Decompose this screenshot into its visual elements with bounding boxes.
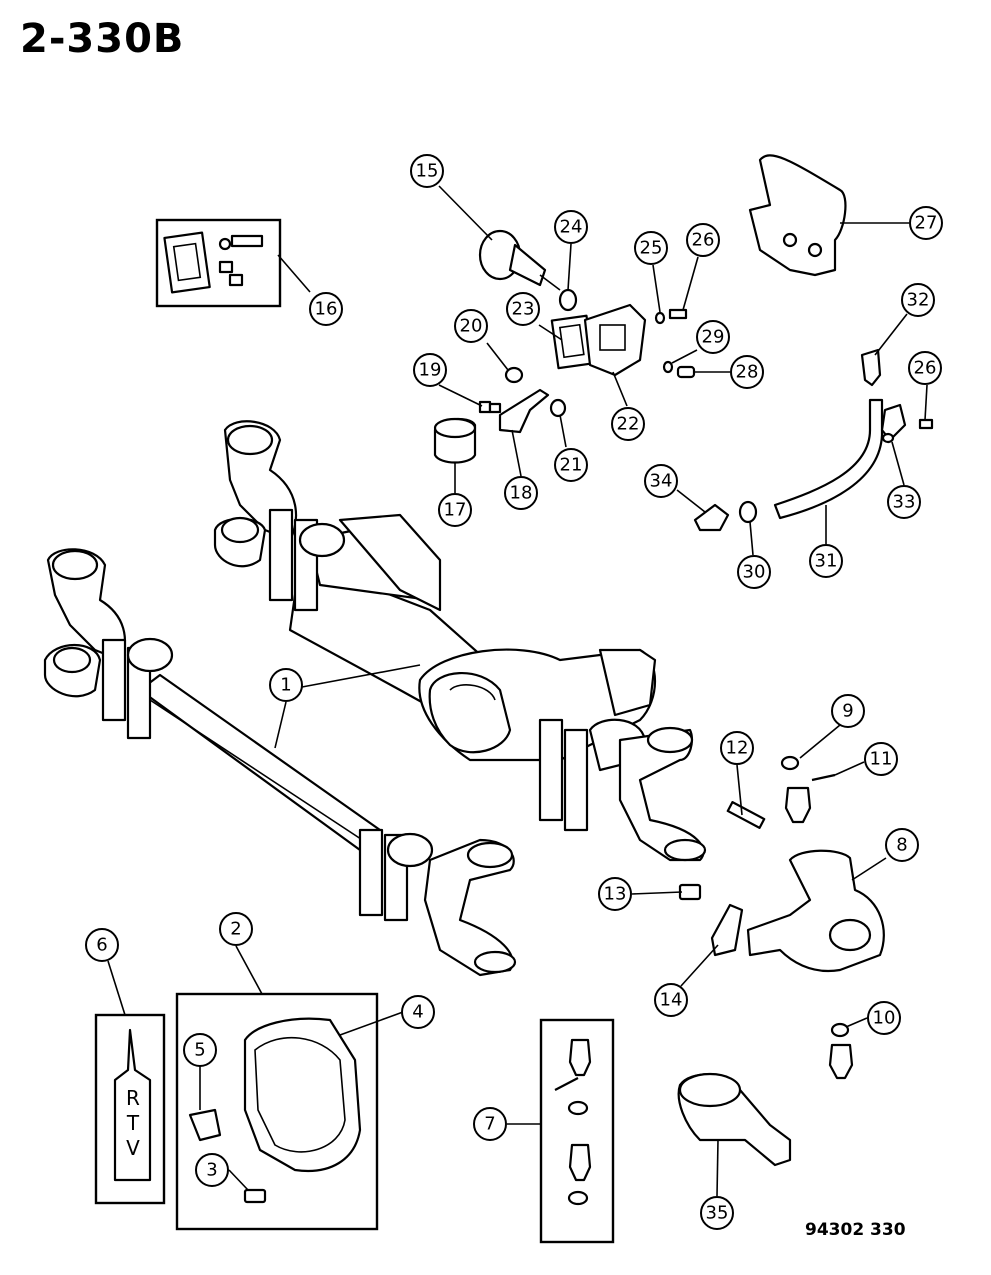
axle-housing-drawing <box>43 420 707 977</box>
leader-lines <box>107 185 928 1197</box>
callout-19: 19 <box>413 353 447 387</box>
callout-number: 6 <box>96 935 107 956</box>
callout-number: 9 <box>842 701 853 722</box>
callout-16: 16 <box>309 292 343 326</box>
callout-number: 7 <box>484 1114 495 1135</box>
callout-number: 30 <box>743 562 766 583</box>
callout-34: 34 <box>644 464 678 498</box>
callout-number: 19 <box>419 360 442 381</box>
callout-number: 12 <box>726 738 749 759</box>
callout-2: 2 <box>219 912 253 946</box>
callout-4: 4 <box>401 995 435 1029</box>
callout-10: 10 <box>867 1001 901 1035</box>
callout-9: 9 <box>831 694 865 728</box>
callout-27: 27 <box>909 206 943 240</box>
callout-number: 26 <box>914 358 937 379</box>
callout-29: 29 <box>696 320 730 354</box>
callout-14: 14 <box>654 983 688 1017</box>
callout-number: 28 <box>736 362 759 383</box>
callout-number: 3 <box>206 1160 217 1181</box>
callout-number: 16 <box>315 299 338 320</box>
shift-mechanism-parts <box>433 229 696 464</box>
rtv-sealant-box: R T V <box>94 1013 166 1205</box>
differential-cover-box <box>175 992 379 1231</box>
callout-number: 8 <box>896 835 907 856</box>
callout-number: 17 <box>444 500 467 521</box>
callout-number: 15 <box>416 161 439 182</box>
callout-number: 21 <box>560 455 583 476</box>
callout-30: 30 <box>737 555 771 589</box>
callout-32: 32 <box>901 283 935 317</box>
rtv-label-v: V <box>126 1136 140 1160</box>
callout-12: 12 <box>720 731 754 765</box>
callout-7: 7 <box>473 1107 507 1141</box>
callout-33: 33 <box>887 485 921 519</box>
callout-number: 22 <box>617 414 640 435</box>
callout-21: 21 <box>554 448 588 482</box>
callout-number: 20 <box>460 316 483 337</box>
ball-joint-kit-box <box>539 1018 615 1244</box>
callout-35: 35 <box>700 1196 734 1230</box>
callout-18: 18 <box>504 476 538 510</box>
callout-31: 31 <box>809 544 843 578</box>
callout-number: 25 <box>640 238 663 259</box>
callout-26-lower: 26 <box>908 351 942 385</box>
callout-number: 23 <box>512 299 535 320</box>
callout-number: 18 <box>510 483 533 504</box>
rtv-label-r: R <box>126 1086 140 1110</box>
vent-hose-parts <box>693 348 934 532</box>
gasket-kit-box <box>155 218 282 308</box>
callout-number: 13 <box>604 884 627 905</box>
callout-8: 8 <box>885 828 919 862</box>
callout-number: 1 <box>280 675 291 696</box>
callout-number: 26 <box>692 230 715 251</box>
bracket-drawing <box>748 154 847 277</box>
callout-number: 24 <box>560 217 583 238</box>
callout-number: 33 <box>893 492 916 513</box>
callout-22: 22 <box>611 407 645 441</box>
page-title: 2-330B <box>20 16 185 62</box>
callout-number: 10 <box>873 1008 896 1029</box>
callout-number: 4 <box>412 1002 423 1023</box>
callout-number: 11 <box>870 749 893 770</box>
callout-17: 17 <box>438 493 472 527</box>
callout-number: 35 <box>706 1203 729 1224</box>
knuckle-parts <box>677 755 885 1167</box>
rtv-label-t: T <box>126 1111 140 1135</box>
callout-number: 31 <box>815 551 838 572</box>
callout-13: 13 <box>598 877 632 911</box>
callout-20: 20 <box>454 309 488 343</box>
callout-number: 5 <box>194 1040 205 1061</box>
callout-number: 29 <box>702 327 725 348</box>
callout-5: 5 <box>183 1033 217 1067</box>
diagram-reference-number: 94302 330 <box>805 1220 906 1240</box>
callout-26-upper: 26 <box>686 223 720 257</box>
callout-6: 6 <box>85 928 119 962</box>
callout-15: 15 <box>410 154 444 188</box>
callout-11: 11 <box>864 742 898 776</box>
callout-number: 2 <box>230 919 241 940</box>
callout-25: 25 <box>634 231 668 265</box>
callout-23: 23 <box>506 292 540 326</box>
callout-24: 24 <box>554 210 588 244</box>
callout-number: 34 <box>650 471 673 492</box>
callout-number: 27 <box>915 213 938 234</box>
callout-number: 14 <box>660 990 683 1011</box>
callout-3: 3 <box>195 1153 229 1187</box>
callout-number: 32 <box>907 290 930 311</box>
callout-1: 1 <box>269 668 303 702</box>
callout-28: 28 <box>730 355 764 389</box>
